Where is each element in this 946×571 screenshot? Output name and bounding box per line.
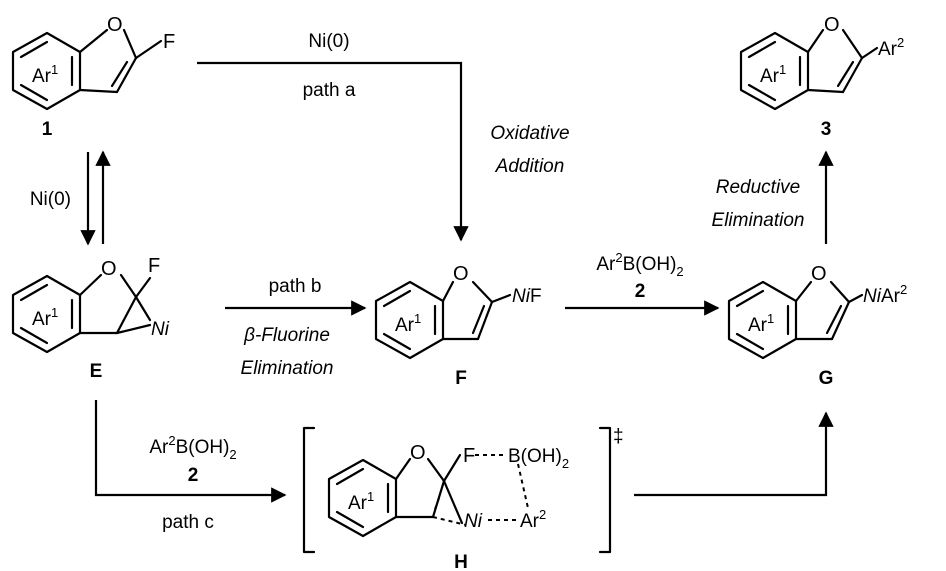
transition-state-H-ring-label: Ar1 <box>348 489 374 514</box>
intermediate-E-fluorine: F <box>148 255 160 277</box>
intermediate-F: O NiF Ar1 F <box>374 263 542 389</box>
compound-1-ring-label: Ar1 <box>32 62 58 87</box>
reductive-elimination-line1: Reductive <box>716 177 801 198</box>
intermediate-G-nickel-aryl: NiAr2 <box>863 282 907 307</box>
intermediate-F-structure <box>374 280 512 360</box>
intermediate-G-label: G <box>819 368 834 389</box>
path-c-reagent-number: 2 <box>188 465 199 486</box>
beta-fluorine-elimination-line2: Elimination <box>241 358 334 379</box>
transmetalation-reagent-number: 2 <box>635 281 646 302</box>
compound-3: O Ar2 Ar1 3 <box>739 14 904 140</box>
path-a-label: path a <box>303 80 356 101</box>
reductive-elimination-line2: Elimination <box>712 210 805 231</box>
compound-3-structure <box>739 28 879 111</box>
intermediate-E-label: E <box>90 361 103 382</box>
compound-3-aryl: Ar2 <box>878 35 904 60</box>
transition-state-H-partial-bonds <box>432 454 529 526</box>
intermediate-E-oxygen: O <box>101 258 117 280</box>
transition-state-symbol: ‡ <box>613 426 624 447</box>
compound-3-number: 3 <box>821 119 832 140</box>
path-c-arrow <box>94 400 287 503</box>
intermediate-E-structure <box>11 273 152 354</box>
transmetalation-reagent: Ar2B(OH)2 <box>596 250 683 279</box>
oxidative-addition-line1: Oxidative <box>490 123 569 144</box>
compound-1-oxygen: O <box>107 14 123 36</box>
compound-1-number: 1 <box>42 119 53 140</box>
intermediate-F-nickel-fluoride: NiF <box>512 286 542 307</box>
intermediate-E: O F Ni Ar1 E <box>11 255 170 382</box>
path-c-label: path c <box>162 512 214 533</box>
intermediate-F-ring-label: Ar1 <box>395 311 421 336</box>
intermediate-E-ring-label: Ar1 <box>32 305 58 330</box>
transition-state-H-label: H <box>454 552 468 571</box>
transition-state-H-nickel: Ni <box>464 511 483 532</box>
path-a-arrow <box>197 61 469 242</box>
intermediate-G-ring-label: Ar1 <box>748 311 774 336</box>
compound-3-oxygen: O <box>824 14 840 36</box>
intermediate-G-structure <box>727 280 864 360</box>
oxidative-addition-line2: Addition <box>495 156 565 177</box>
path-c-reagent: Ar2B(OH)2 <box>149 433 236 462</box>
intermediate-F-oxygen: O <box>453 263 469 285</box>
equilibrium-reagent: Ni(0) <box>30 189 71 210</box>
transition-state-H-boron: B(OH)2 <box>508 446 569 471</box>
intermediate-E-nickel: Ni <box>151 319 170 340</box>
H-to-G-arrow <box>634 411 834 497</box>
beta-fluorine-elimination-line1: β-Fluorine <box>243 325 330 346</box>
compound-1-structure <box>11 28 163 111</box>
path-a-reagent: Ni(0) <box>308 31 349 52</box>
transition-state-H-oxygen: O <box>410 442 426 464</box>
compound-1-fluorine: F <box>163 31 175 53</box>
intermediate-G: O NiAr2 Ar1 G <box>727 263 907 389</box>
compound-3-ring-label: Ar1 <box>760 62 786 87</box>
intermediate-G-oxygen: O <box>811 263 827 285</box>
transition-state-H-brackets <box>302 426 612 554</box>
intermediate-F-label: F <box>455 368 467 389</box>
compound-1: O F Ar1 1 <box>11 14 175 140</box>
transition-state-H: ‡ O F B(OH)2 Ni Ar2 Ar1 H <box>302 426 624 571</box>
path-b-label: path b <box>269 276 322 297</box>
transition-state-H-aryl: Ar2 <box>520 507 546 532</box>
transition-state-H-fluorine: F <box>463 445 475 467</box>
